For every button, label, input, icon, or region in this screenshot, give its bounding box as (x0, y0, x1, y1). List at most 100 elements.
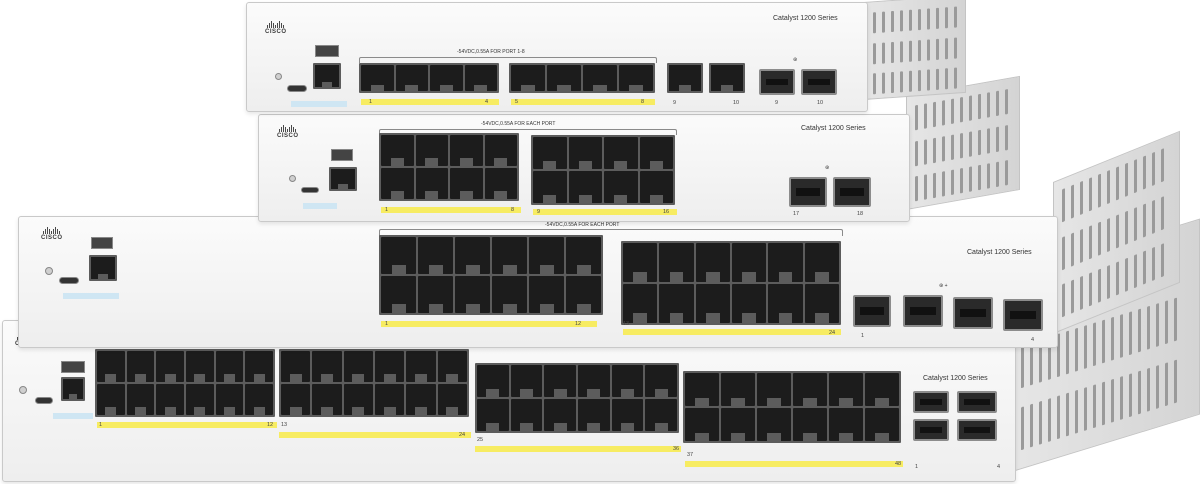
poe-stripe-1-8 (381, 207, 521, 213)
vent-slot (1005, 89, 1008, 115)
port-number: 36 (673, 446, 680, 452)
poe-label: -54VDC,0.55A FOR PORT 1-8 (457, 49, 525, 55)
poe-stripe-1-4 (361, 99, 499, 105)
vent-slot (978, 129, 981, 155)
vent-slot (1080, 275, 1083, 311)
series-label: Catalyst 1200 Series (773, 15, 838, 22)
port-block-1-12 (379, 235, 603, 315)
vent-slot (978, 165, 981, 191)
vent-slot (1062, 283, 1065, 318)
vent-slot (1084, 386, 1087, 431)
vent-slot (1071, 232, 1074, 267)
port-number: 16 (663, 209, 670, 215)
port-number: 1 (861, 333, 865, 339)
port-number: 12 (575, 321, 582, 327)
vent-slot (1165, 361, 1168, 406)
usb-a-port (91, 237, 113, 249)
vent-slot (1125, 257, 1128, 292)
port-number: 37 (687, 452, 694, 458)
port-number: 5 (515, 99, 519, 105)
vent-slot (987, 92, 990, 118)
port-number: 1 (385, 321, 389, 327)
vent-slot (954, 37, 957, 59)
port-number: 4 (1031, 337, 1035, 343)
port-number: 9 (673, 100, 677, 106)
vent-slot (996, 126, 999, 152)
vent-slot (945, 37, 948, 59)
vent-slot (1089, 272, 1092, 307)
vent-slot (891, 72, 894, 94)
switch-16-port: CISCO Catalyst 1200 Series -54VDC,0.55A … (258, 75, 1020, 226)
port-number: 10 (817, 100, 824, 106)
vent-slot (1005, 124, 1008, 151)
vent-slot (1021, 405, 1024, 450)
console-stripe (303, 203, 337, 209)
sfp-port-3 (957, 391, 997, 413)
cisco-logo-icon: CISCO (265, 21, 287, 35)
sfp-port-10 (801, 69, 837, 95)
console-port (61, 377, 85, 401)
series-label: Catalyst 1200 Series (967, 249, 1032, 256)
vent-slot (1080, 180, 1083, 216)
poe-stripe-13-24 (279, 432, 471, 438)
port-number: 13 (281, 422, 288, 428)
brand-logo-text: CISCO (41, 235, 63, 241)
vent-slot (1143, 202, 1146, 238)
poe-stripe-5-8 (511, 99, 655, 105)
vent-slot (1107, 169, 1110, 205)
vent-slot (924, 138, 927, 165)
vent-slot (933, 137, 936, 163)
console-port (313, 63, 341, 89)
vent-slot (1021, 344, 1024, 389)
vent-slot (1071, 279, 1074, 314)
poe-label: -54VDC,0.55A FOR EACH PORT (481, 121, 556, 127)
vent-slot (960, 132, 963, 159)
vent-slot (915, 176, 918, 202)
vent-slot (1066, 392, 1069, 436)
vent-slot (927, 8, 930, 30)
vent-slot (1120, 375, 1123, 420)
port-number: 25 (477, 437, 484, 443)
port-block-37-48 (683, 371, 901, 443)
usb-c-port (35, 397, 53, 404)
port-number: 9 (537, 209, 541, 215)
vent-slot (1152, 246, 1155, 282)
vent-slot (873, 42, 876, 64)
vent-slot (1134, 254, 1137, 289)
vent-slot (1075, 389, 1078, 434)
port-number: 9 (775, 100, 779, 106)
series-label: Catalyst 1200 Series (923, 375, 988, 382)
sfp-port-icon: ⊛ (825, 165, 830, 171)
port-number: 8 (511, 207, 515, 213)
vent-slot (987, 163, 990, 189)
switch-side-panel (864, 0, 966, 101)
port-number: 17 (793, 211, 800, 217)
sfp-port-2 (913, 419, 949, 441)
port-number: 1 (915, 464, 919, 470)
vent-slot (891, 41, 894, 63)
sfp-port-17 (789, 177, 827, 207)
poe-bracket (379, 229, 843, 236)
power-button-icon (275, 73, 282, 80)
vent-slot (882, 72, 885, 94)
console-stripe (63, 293, 119, 299)
vent-slot (909, 9, 912, 31)
port-block-9-16 (531, 135, 675, 205)
usb-a-port (61, 361, 85, 373)
vent-slot (942, 171, 945, 197)
usb-c-port (59, 277, 79, 284)
port-number: 1 (99, 422, 103, 428)
poe-bracket (359, 57, 657, 63)
switch-side-panel (1053, 130, 1180, 334)
vent-slot (882, 42, 885, 64)
usb-c-port (287, 85, 307, 92)
power-button-icon (289, 175, 296, 182)
port-number: 4 (997, 464, 1001, 470)
sfp-port-icon: ⊛ + (939, 283, 948, 289)
vent-slot (1062, 235, 1065, 270)
usb-a-port (331, 149, 353, 161)
poe-bracket (379, 129, 677, 135)
vent-slot (1161, 243, 1164, 278)
port-number: 18 (857, 211, 864, 217)
